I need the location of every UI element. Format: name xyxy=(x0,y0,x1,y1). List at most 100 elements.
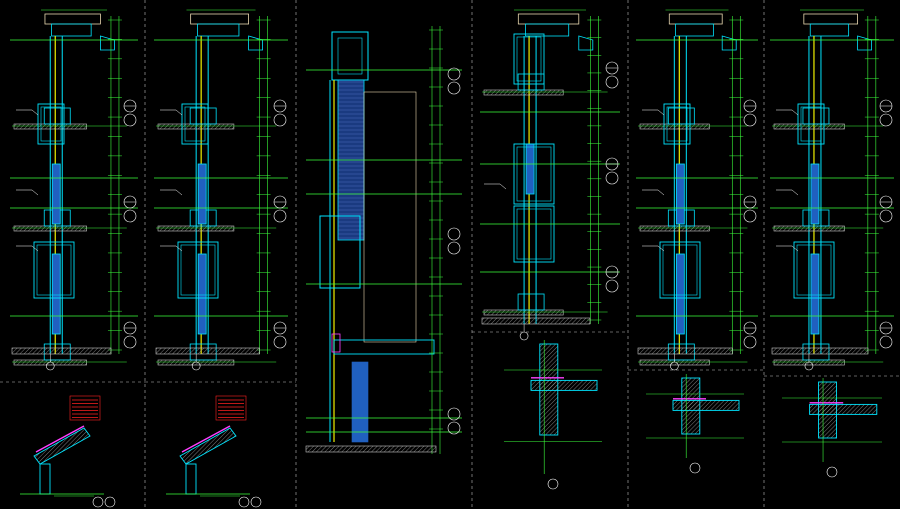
axis-bubble xyxy=(519,331,529,341)
cornice-drip xyxy=(721,35,737,51)
cornice-drip xyxy=(857,35,872,51)
window-surround xyxy=(663,103,691,145)
red-note-block xyxy=(215,395,247,421)
roof-slab xyxy=(530,379,598,391)
detail-bubble xyxy=(123,209,137,223)
ground-slab xyxy=(771,347,869,355)
annotation-leader xyxy=(175,109,183,116)
cornice-block xyxy=(675,23,714,37)
adjacent-wall-profile xyxy=(363,91,417,343)
window-surround xyxy=(793,241,835,299)
support-column xyxy=(185,463,197,495)
annotation-leader xyxy=(499,183,507,190)
detail-bubble xyxy=(447,227,461,241)
highlight-marker xyxy=(331,333,341,353)
roof-slab xyxy=(672,399,740,411)
cornice-block xyxy=(51,23,92,37)
floor-slab xyxy=(483,309,564,316)
window-surround-inner xyxy=(666,106,688,142)
glazing-panel xyxy=(51,253,61,335)
glazing-panel xyxy=(810,163,820,225)
cornice-profile xyxy=(803,13,859,25)
annotation-leader xyxy=(31,245,39,252)
detail-bubble xyxy=(689,462,701,474)
annotation-leader xyxy=(657,245,665,252)
ground-slab xyxy=(481,317,591,325)
window-surround-inner xyxy=(662,244,698,296)
ring-beam xyxy=(43,107,71,125)
glazing-panel xyxy=(675,163,685,225)
window-surround-inner xyxy=(516,36,542,82)
floor-slab xyxy=(773,123,845,130)
cornice-drip xyxy=(248,35,263,51)
window-surround-inner xyxy=(516,146,552,202)
detail-bubble xyxy=(826,466,838,478)
window-surround xyxy=(33,241,75,299)
parapet-detail-1 xyxy=(504,340,602,490)
floor-slab xyxy=(773,225,845,232)
window-surround xyxy=(177,241,219,299)
ground-slab xyxy=(11,347,112,355)
elevation-section-4 xyxy=(480,9,620,341)
detail-bubble xyxy=(879,209,893,223)
annotation-leader xyxy=(31,189,39,196)
floor-slab xyxy=(639,359,710,366)
support-column xyxy=(39,463,51,495)
detail-bubble xyxy=(273,335,287,349)
detail-bubble xyxy=(447,67,461,81)
glazing-panel xyxy=(675,253,685,335)
glazing-panel xyxy=(51,163,61,225)
window-surround-inner xyxy=(800,106,822,142)
window-surround xyxy=(513,33,545,85)
parapet-detail-3 xyxy=(782,378,882,478)
cornice-block xyxy=(197,23,240,37)
annotation-leader xyxy=(175,245,183,252)
detail-bubble xyxy=(743,209,757,223)
detail-bubble xyxy=(447,407,461,421)
ring-beam xyxy=(667,107,695,125)
red-note-block xyxy=(69,395,101,421)
window-surround-inner xyxy=(40,106,62,142)
detail-bubble xyxy=(605,279,619,293)
window-surround xyxy=(319,215,361,289)
detail-bubble xyxy=(605,75,619,89)
detail-bubble xyxy=(743,113,757,127)
window-surround xyxy=(513,143,555,205)
window-surround xyxy=(797,103,825,145)
detail-bubble xyxy=(447,81,461,95)
wall-sections xyxy=(10,9,894,454)
detail-drawings xyxy=(20,340,882,508)
roof-detail-1 xyxy=(20,395,116,508)
ground-slab xyxy=(637,347,733,355)
cornice-block xyxy=(525,23,570,37)
floor-slab xyxy=(157,123,235,130)
detail-bubble xyxy=(92,496,104,508)
glazing-panel xyxy=(351,361,369,443)
window-surround-inner xyxy=(516,208,552,260)
cornice-profile xyxy=(668,13,723,25)
floor-slab xyxy=(639,123,710,130)
window-surround xyxy=(181,103,209,145)
elevation-section-1 xyxy=(10,9,138,371)
detail-bubble xyxy=(123,113,137,127)
floor-slab xyxy=(13,225,87,232)
annotation-leader xyxy=(175,189,183,196)
detail-bubble xyxy=(447,421,461,435)
cornice-profile xyxy=(190,13,249,25)
glazing-panel xyxy=(525,143,535,195)
roof-detail-2 xyxy=(166,395,262,508)
annotation-leader xyxy=(791,109,799,116)
detail-bubble xyxy=(123,335,137,349)
annotation-leader xyxy=(657,189,665,196)
elevation-section-2 xyxy=(154,9,288,371)
detail-bubble xyxy=(238,496,250,508)
roof-slab xyxy=(33,427,91,465)
detail-bubble xyxy=(743,335,757,349)
floor-slab xyxy=(13,123,87,130)
window-surround-inner xyxy=(36,244,72,296)
waterproof-layer xyxy=(35,425,85,453)
glazing-panel xyxy=(197,163,207,225)
elevation-section-6 xyxy=(770,9,894,371)
